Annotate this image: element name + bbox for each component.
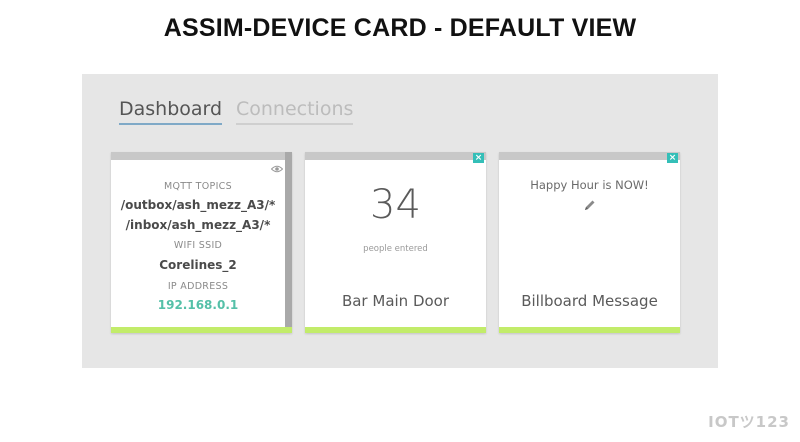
wifi-ssid-value: Corelines_2 — [159, 258, 237, 272]
counter-caption: people entered — [363, 244, 428, 254]
eye-icon[interactable] — [271, 165, 283, 173]
close-icon[interactable]: × — [667, 153, 678, 163]
tab-dashboard[interactable]: Dashboard — [119, 98, 223, 125]
brand-logo: IOTツ123 — [708, 413, 790, 431]
mqtt-topic-inbox: /inbox/ash_mezz_A3/* — [125, 218, 271, 232]
close-icon[interactable]: × — [473, 153, 484, 163]
counter-value: 34 — [370, 182, 421, 228]
card-title: Billboard Message — [521, 292, 658, 310]
device-info-card[interactable]: MQTT TOPICS /outbox/ash_mezz_A3/* /inbox… — [111, 152, 292, 333]
counter-card[interactable]: × 34 people entered Bar Main Door — [305, 152, 486, 333]
wifi-ssid-label: WIFI SSID — [173, 240, 223, 251]
tab-connections[interactable]: Connections — [236, 98, 354, 125]
ip-address-label: IP ADDRESS — [167, 281, 229, 292]
pencil-icon[interactable] — [583, 199, 596, 212]
card-accent-bar — [305, 327, 486, 333]
card-header-bar — [111, 152, 292, 160]
mqtt-topic-outbox: /outbox/ash_mezz_A3/* — [120, 198, 276, 212]
card-title: Bar Main Door — [341, 292, 450, 310]
card-header-bar — [499, 152, 680, 160]
billboard-card[interactable]: × Happy Hour is NOW! Billboard Message — [499, 152, 680, 333]
slide-title: ASSIM-DEVICE CARD - DEFAULT VIEW — [163, 14, 637, 42]
card-scrollbar[interactable] — [285, 152, 292, 327]
ip-address-value: 192.168.0.1 — [157, 298, 239, 312]
card-accent-bar — [111, 327, 292, 333]
mqtt-topics-label: MQTT TOPICS — [164, 181, 232, 192]
billboard-message: Happy Hour is NOW! — [530, 178, 649, 192]
card-header-bar — [305, 152, 486, 160]
card-accent-bar — [499, 327, 680, 333]
dashboard-panel: Dashboard Connections MQTT TOPICS /outbo… — [82, 74, 718, 368]
